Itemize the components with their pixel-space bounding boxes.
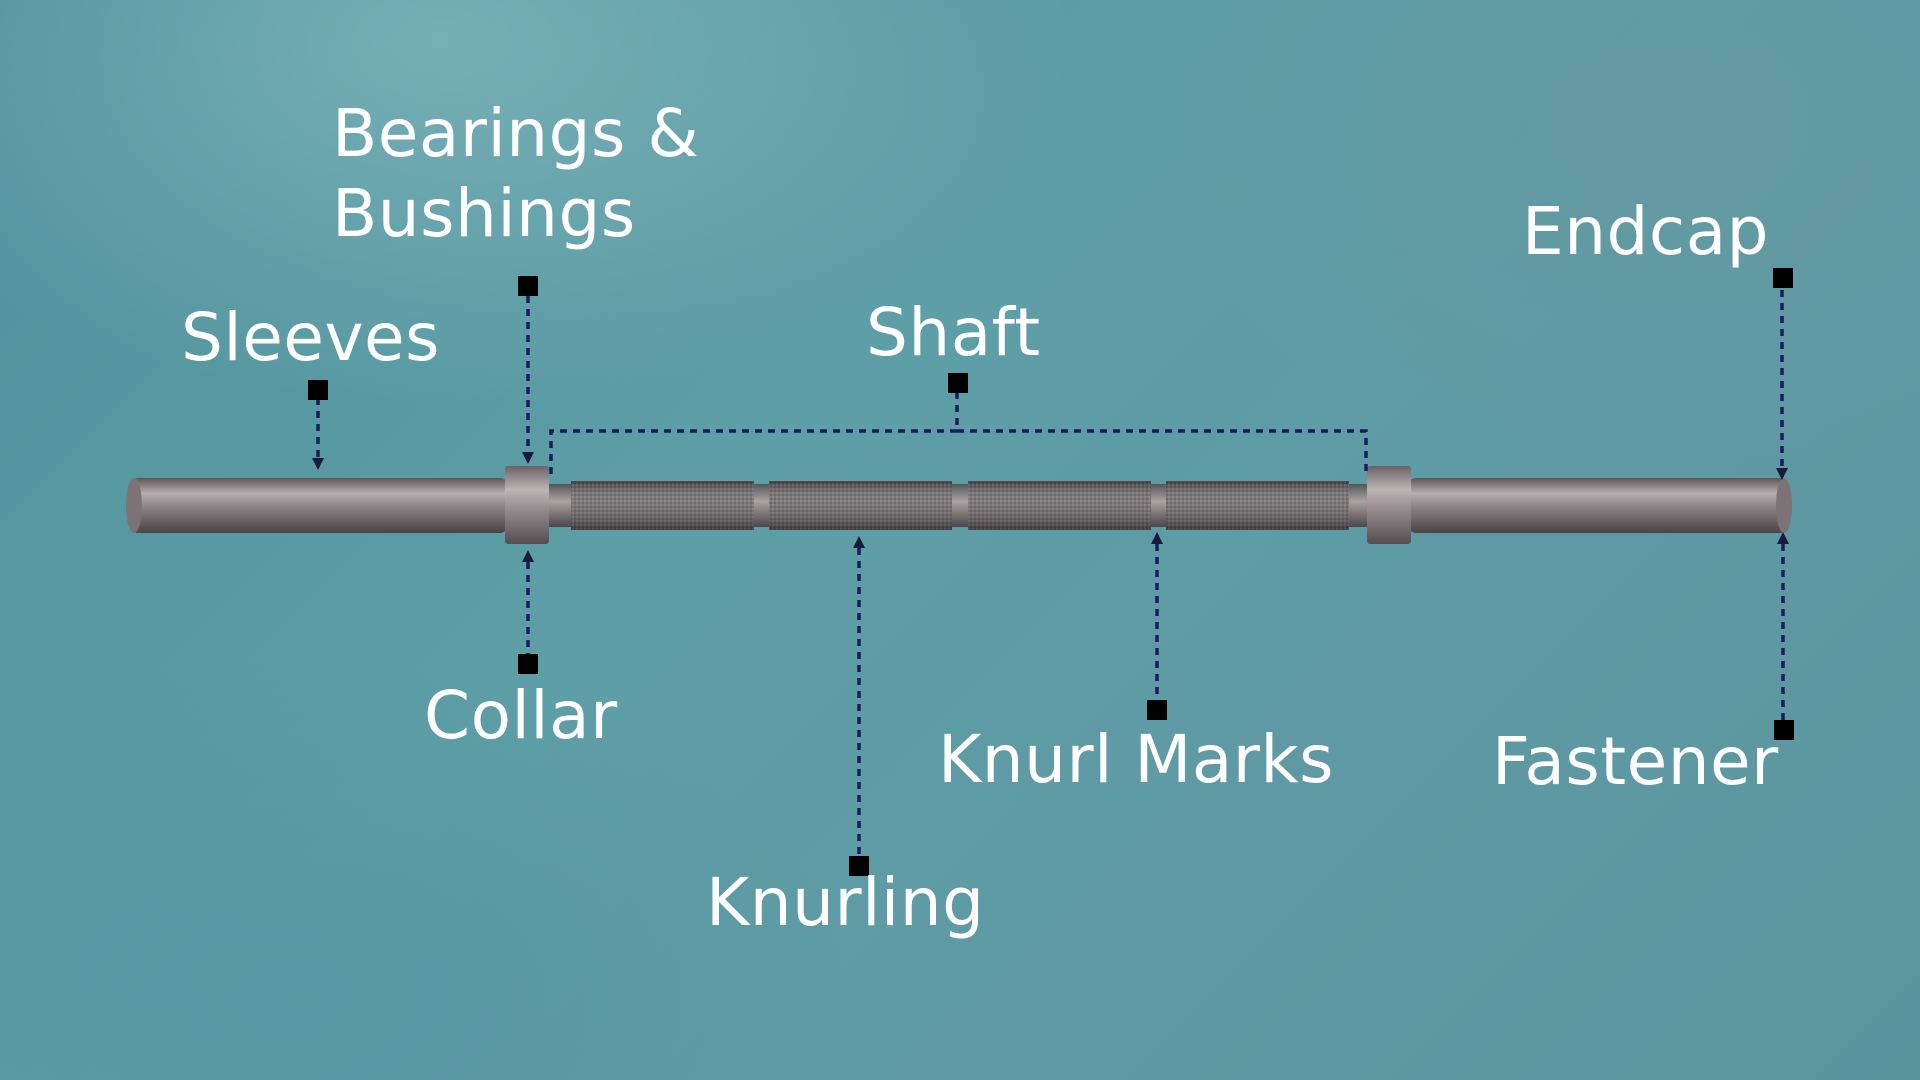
right-collar xyxy=(1367,466,1411,544)
endcap-label: Endcap xyxy=(1522,193,1769,270)
endcap-marker xyxy=(1773,268,1793,288)
sleeves-arrowhead xyxy=(312,458,324,470)
fastener-marker xyxy=(1774,720,1794,740)
sleeves-label: Sleeves xyxy=(181,299,440,376)
knurl-marks-arrowhead xyxy=(1151,532,1163,544)
left-collar xyxy=(505,466,549,544)
fastener-arrowhead xyxy=(1777,532,1789,544)
leader-lines xyxy=(312,290,1789,858)
knurling-segment-shade xyxy=(1166,481,1349,530)
knurling-segment-shade xyxy=(968,481,1151,530)
shaft-marker xyxy=(948,373,968,393)
fastener-label: Fastener xyxy=(1492,723,1779,800)
knurling-segment-shade xyxy=(769,481,952,530)
markers xyxy=(308,268,1794,876)
endcap-arrowhead xyxy=(1776,468,1788,480)
sleeves-marker xyxy=(308,380,328,400)
shaft-label: Shaft xyxy=(866,294,1041,371)
collar-label: Collar xyxy=(424,677,618,754)
bearings-label-line2: Bushings xyxy=(332,175,636,252)
barbell xyxy=(126,466,1792,544)
knurling-marker xyxy=(849,856,869,876)
right-sleeve xyxy=(1408,478,1788,533)
bearings-arrowhead xyxy=(522,452,534,464)
knurling-arrowhead xyxy=(853,536,865,548)
right-endcap xyxy=(1776,478,1792,533)
knurling-label: Knurling xyxy=(706,864,984,941)
bearings-label-line1: Bearings & xyxy=(332,95,699,172)
labels: Bearings & Bushings Sleeves Shaft Endcap… xyxy=(181,95,1779,941)
bearings-marker xyxy=(518,276,538,296)
left-sleeve xyxy=(130,478,508,533)
knurl-marks-marker xyxy=(1147,700,1167,720)
left-endcap xyxy=(126,478,142,533)
knurling-segment-shade xyxy=(571,481,754,530)
knurling-segments xyxy=(571,481,1349,530)
collar-arrowhead xyxy=(522,550,534,562)
knurl-marks-label: Knurl Marks xyxy=(938,721,1334,798)
shaft-bracket xyxy=(549,392,1368,478)
collar-marker xyxy=(518,654,538,674)
